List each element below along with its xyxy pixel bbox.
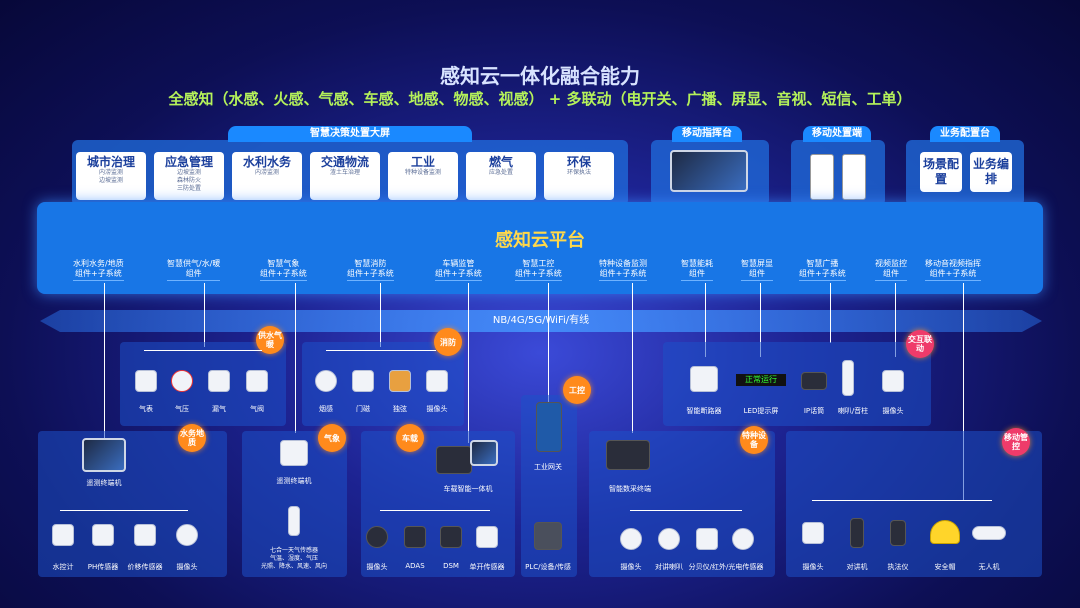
comp-broadcast[interactable]: 智慧广播组件+子系统 — [799, 259, 846, 281]
comp-energy[interactable]: 智慧能耗组件 — [681, 259, 713, 281]
badge-fire: 消防 — [434, 328, 462, 356]
network-label: NB/4G/5G/WiFi/有线 — [492, 315, 590, 326]
industrial-gateway-icon — [536, 402, 562, 452]
vehicle-camera-icon — [366, 526, 388, 548]
door-sensor-icon-2 — [476, 526, 498, 548]
comp-vehicle[interactable]: 车辆监管组件+子系统 — [435, 259, 482, 281]
camera-icon — [426, 370, 448, 392]
mobile-zone — [786, 431, 1042, 577]
decibel-icon — [696, 528, 718, 550]
dsm-icon — [440, 526, 462, 548]
phone-image-1 — [810, 154, 834, 200]
walkie-talkie-icon — [850, 518, 864, 548]
water-meter-icon — [52, 524, 74, 546]
gas-valve-icon — [246, 370, 268, 392]
speaker-icon — [842, 360, 854, 396]
comp-weather[interactable]: 智慧气象组件+子系统 — [260, 259, 307, 281]
page-subtitle: 全感知（水感、火感、气感、车感、地感、物感、视感） + 多联动（电开关、广播、屏… — [168, 90, 912, 108]
mobile-command-tab[interactable]: 移动指挥台 — [672, 126, 742, 142]
page-title: 感知云一体化融合能力 — [440, 64, 640, 88]
weather-sensor-icon — [288, 506, 300, 536]
helmet-icon — [930, 520, 960, 544]
comp-fire[interactable]: 智慧消防组件+子系统 — [347, 259, 394, 281]
ip-mic-icon — [801, 372, 827, 390]
data-collector-icon — [606, 440, 650, 470]
card-environment[interactable]: 环保环保执法 — [544, 152, 614, 200]
decision-cards: 城市治理内涝监测边坡监测 应急管理边坡监测森林防火三防处置 水利水务内涝监测 交… — [76, 152, 626, 200]
mobile-dispose-tab[interactable]: 移动处置端 — [803, 126, 871, 142]
drone-icon — [972, 526, 1006, 540]
card-industry[interactable]: 工业特种设备监测 — [388, 152, 458, 200]
comp-mobile-video[interactable]: 移动音视频指挥组件+子系统 — [925, 259, 981, 281]
comp-display[interactable]: 智慧屏显组件 — [741, 259, 773, 281]
weather-terminal-icon — [280, 440, 308, 466]
hydro-terminal-icon — [82, 438, 126, 472]
infrared-icon — [732, 528, 754, 550]
adas-icon — [404, 526, 426, 548]
badge-vehicle: 车载 — [396, 424, 424, 452]
smoke-sensor-icon — [315, 370, 337, 392]
pressure-icon — [171, 370, 193, 392]
platform-title: 感知云平台 — [495, 230, 585, 251]
perception-cloud-platform: 感知云平台 水利水务/地质组件+子系统 智慧供气/水/暖组件 智慧气象组件+子系… — [37, 202, 1043, 294]
badge-supply: 供水气暖 — [256, 326, 284, 354]
card-water-affairs[interactable]: 水利水务内涝监测 — [232, 152, 302, 200]
vehicle-unit-icon — [436, 446, 472, 474]
comp-hydro[interactable]: 水利水务/地质组件+子系统 — [73, 259, 124, 281]
displacement-icon — [134, 524, 156, 546]
gas-meter-icon — [135, 370, 157, 392]
network-bar: NB/4G/5G/WiFi/有线 — [40, 310, 1042, 332]
card-emergency[interactable]: 应急管理边坡监测森林防火三防处置 — [154, 152, 224, 200]
business-orchestration-card[interactable]: 业务编排 — [970, 152, 1012, 192]
mobile-camera-icon — [802, 522, 824, 544]
badge-weather: 气象 — [318, 424, 346, 452]
intercom-speaker-icon — [658, 528, 680, 550]
led-screen: 正常运行 — [736, 374, 786, 386]
scene-config-card[interactable]: 场景配置 — [920, 152, 962, 192]
ph-sensor-icon — [92, 524, 114, 546]
comp-industrial[interactable]: 智慧工控组件+子系统 — [515, 259, 562, 281]
gas-leak-icon — [208, 370, 230, 392]
hydro-zone — [38, 431, 227, 577]
badge-mobile: 移动管控 — [1002, 428, 1030, 456]
comp-supply[interactable]: 智慧供气/水/暖组件 — [167, 259, 221, 281]
card-gas[interactable]: 燃气应急处置 — [466, 152, 536, 200]
badge-linkage: 交互联动 — [906, 330, 934, 358]
decision-screen-tab[interactable]: 智慧决策处置大屏 — [228, 126, 472, 142]
camera-icon-2 — [882, 370, 904, 392]
mobile-dispose-panel — [791, 140, 885, 206]
camera-icon-3 — [176, 524, 198, 546]
card-city-governance[interactable]: 城市治理内涝监测边坡监测 — [76, 152, 146, 200]
comp-special[interactable]: 特种设备监测组件+子系统 — [599, 259, 647, 281]
door-sensor-icon — [352, 370, 374, 392]
badge-special: 特种设备 — [740, 426, 768, 454]
biz-config-tab[interactable]: 业务配置台 — [930, 126, 1000, 142]
badge-hydro: 水务地质 — [178, 424, 206, 452]
vehicle-screen-icon — [470, 440, 498, 466]
comp-video[interactable]: 视频监控组件 — [875, 259, 907, 281]
body-cam-icon — [890, 520, 906, 546]
tablet-image — [670, 150, 748, 192]
breaker-icon — [690, 366, 718, 392]
plc-icon — [534, 522, 562, 550]
special-camera-icon — [620, 528, 642, 550]
card-traffic-logistics[interactable]: 交通物流渣土车治理 — [310, 152, 380, 200]
badge-industrial: 工控 — [563, 376, 591, 404]
wire-sensor-icon — [389, 370, 411, 392]
phone-image-2 — [842, 154, 866, 200]
